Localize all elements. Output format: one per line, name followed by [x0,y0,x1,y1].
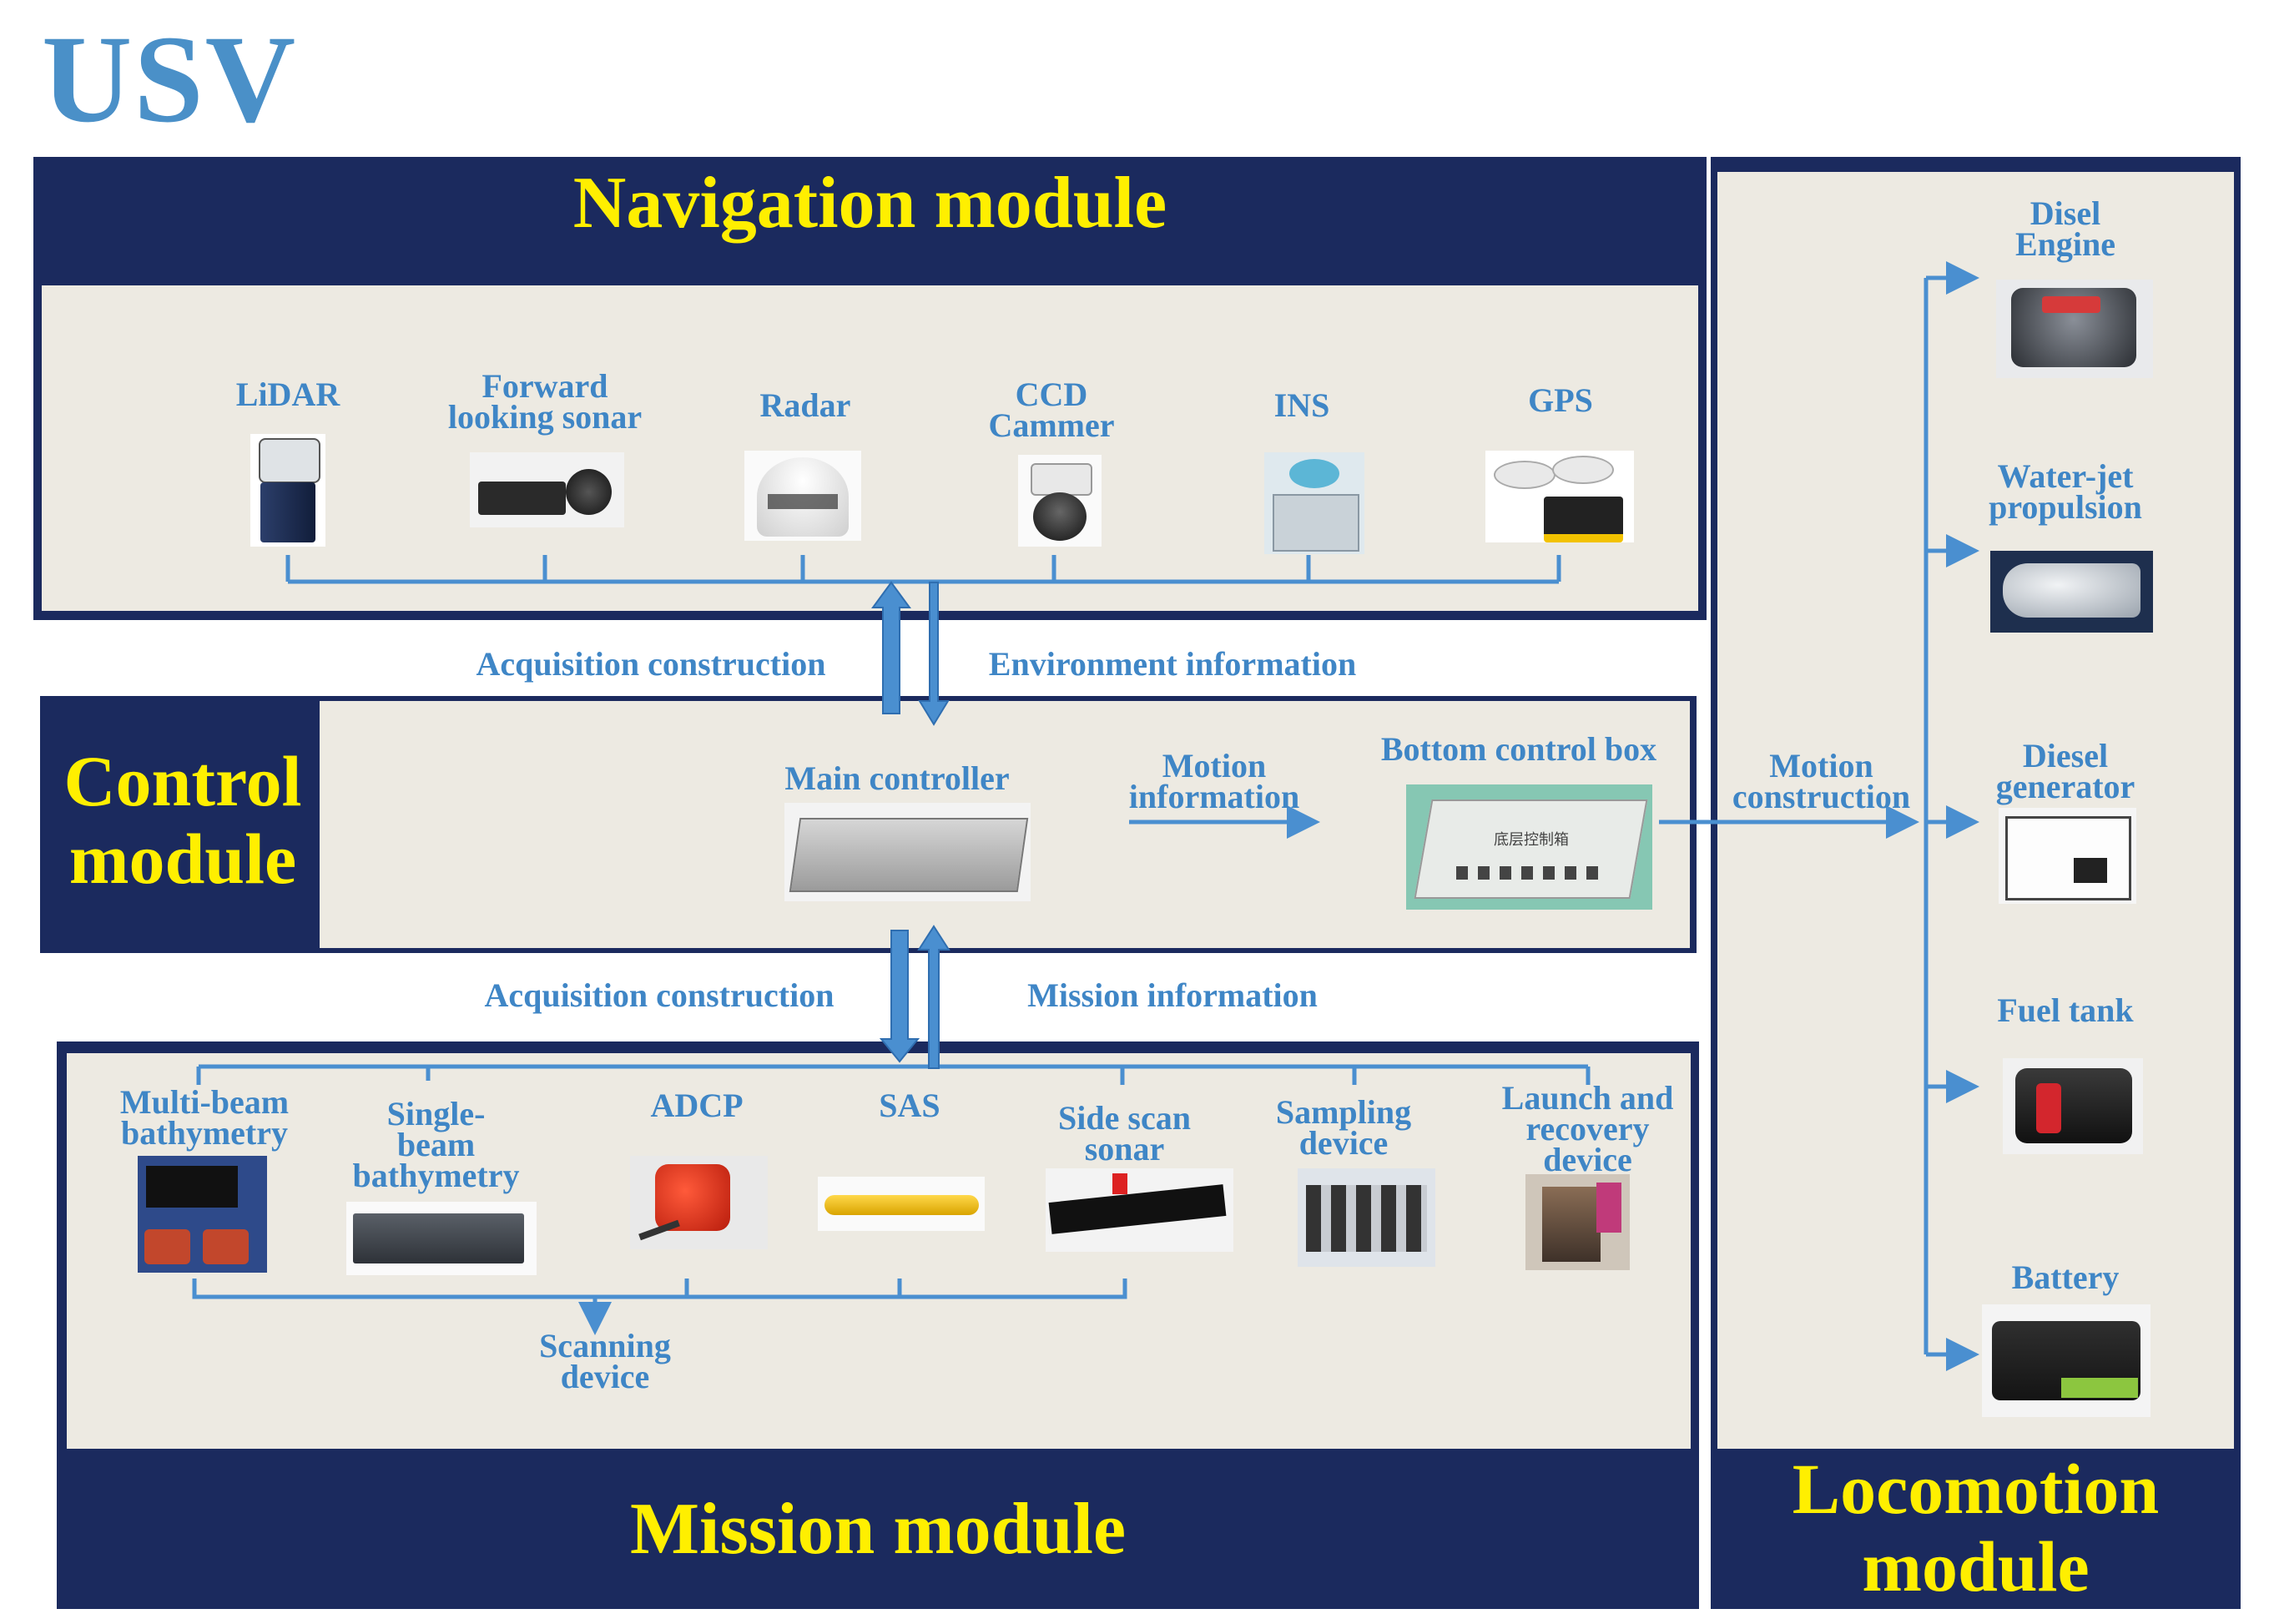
sampling-device-label: Sampling device [1275,1093,1412,1162]
scanning-device-label: Scanning device [539,1327,671,1395]
disel-engine-label: Disel Engine [2014,194,2116,263]
battery-label: Battery [2011,1258,2120,1296]
launch-and-recovery-device-label: Launch and recovery device [1501,1079,1674,1178]
disel-engine-image [1996,280,2153,378]
single-beam-bathymetry-image [346,1202,537,1275]
nav-acquisition-construction-label: Acquisition construction [476,645,826,683]
motion-construction-label: Motion construction [1732,747,1911,815]
adcp-label: ADCP [650,1087,744,1124]
mission-information-arrow [917,925,950,1069]
battery-image [1982,1304,2151,1417]
ccd-camera-image [1018,455,1102,547]
bottom-control-box-caption: 底层控制箱 [1494,831,1569,849]
bottom-control-box-image: 底层控制箱 [1406,784,1652,910]
locomotion-module-title: Locomotion module [1792,1449,2160,1606]
launch-and-recovery-device-image [1525,1174,1630,1270]
fuel-tank-image [2003,1058,2143,1154]
main-controller-label: Main controller [784,759,1010,797]
side-scan-sonar-image [1046,1168,1233,1252]
diesel-generator-label: Diesel generator [1995,737,2135,805]
mission-acquisition-construction-label: Acquisition construction [484,976,834,1014]
forward-looking-sonar-label: Forward looking sonar [447,367,643,436]
lidar-label: LiDAR [235,376,340,413]
water-jet-propulsion-image [1990,551,2153,633]
nav-environment-arrow [918,582,950,726]
lidar-image [250,434,325,547]
side-scan-sonar-label: Side scan sonar [1058,1099,1191,1168]
forward-looking-sonar-image [470,452,624,527]
ins-label: INS [1273,386,1330,424]
scanning-bus-line [192,1279,1127,1299]
bottom-control-box-label: Bottom control box [1380,730,1657,768]
ccd-camera-label: CCD Cammer [988,376,1115,444]
diesel-generator-image [1999,808,2136,904]
control-module-title: Control module [63,741,302,899]
multi-beam-bathymetry-image [138,1156,267,1273]
mission-information-label: Mission information [1027,976,1318,1014]
gps-image [1485,451,1634,542]
navigation-module-title: Navigation module [572,163,1167,244]
sas-label: SAS [879,1087,940,1124]
fuel-tank-label: Fuel tank [1997,991,2134,1029]
motion-information-label: Motion information [1128,747,1300,815]
nav-environment-information-label: Environment information [988,645,1357,683]
radar-label: Radar [759,386,851,424]
sampling-device-image [1298,1168,1435,1267]
nav-acquisition-arrow [871,581,911,714]
gps-label: GPS [1528,381,1593,419]
adcp-image [630,1156,768,1249]
main-controller-image [784,803,1031,901]
water-jet-propulsion-label: Water-jet propulsion [1989,457,2142,526]
radar-image [744,451,861,541]
mission-acquisition-arrow [879,930,920,1063]
multi-beam-bathymetry-label: Multi-beam bathymetry [119,1083,290,1152]
sas-image [818,1177,985,1231]
single-beam-bathymetry-label: Single- beam bathymetry [352,1095,520,1194]
mission-module-title: Mission module [629,1489,1127,1570]
ins-image [1264,452,1364,554]
page-title: USV [42,10,298,149]
